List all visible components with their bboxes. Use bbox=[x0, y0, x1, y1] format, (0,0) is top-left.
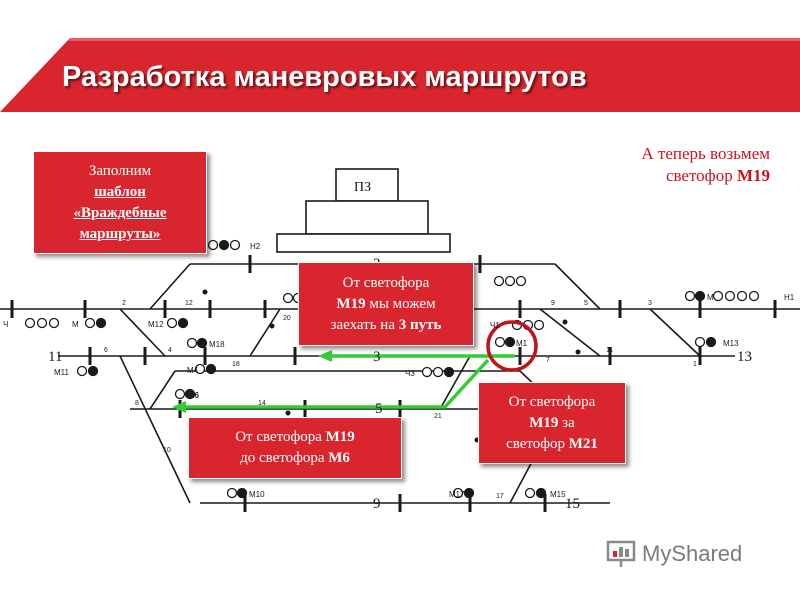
myshared-logo: MyShared bbox=[606, 534, 776, 574]
switch-2-label: 2 bbox=[122, 300, 126, 307]
note-line: маршруты» bbox=[79, 225, 161, 242]
note-signal: М6 bbox=[328, 450, 350, 466]
m19-highlight-circle bbox=[486, 320, 538, 372]
switch-18-label: 18 bbox=[232, 361, 240, 368]
signal-m1-label: М1 bbox=[516, 339, 528, 348]
heading-line: светофор М19 bbox=[560, 165, 770, 187]
switch-5-label: 5 bbox=[584, 300, 588, 307]
track-5-label: 5 bbox=[375, 401, 383, 417]
switch-20-label: 20 bbox=[283, 315, 291, 322]
switch-10-label: 10 bbox=[163, 447, 171, 454]
signal-m10-label: М10 bbox=[249, 490, 265, 499]
signal-n2-label: Н2 bbox=[250, 242, 261, 251]
switch-1-label: 1 bbox=[693, 361, 697, 368]
signal-m13-label: М13 bbox=[723, 339, 739, 348]
platform-lower bbox=[276, 233, 451, 253]
note-line: до светофора М6 bbox=[189, 448, 401, 469]
switch-12-label: 12 bbox=[185, 300, 193, 307]
note-text: за bbox=[558, 414, 575, 431]
note-line: Заполним bbox=[88, 162, 152, 179]
switch-11-label: 11 bbox=[606, 347, 613, 354]
track-11-label: 11 bbox=[48, 349, 62, 365]
logo-text: MyShared bbox=[642, 541, 743, 566]
heading-signal: М19 bbox=[736, 166, 770, 185]
note-text: до светофора bbox=[240, 450, 329, 466]
page-title: Разработка маневровых маршрутов bbox=[62, 61, 587, 93]
signal-m18-label: М18 bbox=[209, 340, 225, 349]
signal-ch1-label: Ч1 bbox=[490, 321, 500, 330]
fill-template-note: Заполним шаблон «Враждебные маршруты» bbox=[33, 151, 207, 254]
building-label: ПЗ bbox=[354, 180, 371, 195]
note-line: «Враждебные bbox=[73, 204, 167, 221]
note-text: мы можем bbox=[365, 295, 436, 312]
platform-upper bbox=[305, 200, 429, 235]
title-banner: Разработка маневровых маршрутов bbox=[0, 0, 800, 130]
presentation-icon bbox=[606, 540, 636, 567]
note-text: От светофора bbox=[235, 429, 326, 445]
switch-21-label: 21 bbox=[434, 413, 442, 420]
note-text: заехать на bbox=[330, 316, 399, 333]
note-line: заехать на 3 путь bbox=[299, 315, 473, 336]
signal-ch-label: Ч bbox=[3, 320, 8, 329]
switch-14-label: 14 bbox=[258, 400, 266, 407]
note-signal: М19 bbox=[325, 429, 355, 445]
heading-line: А теперь возьмем bbox=[641, 144, 770, 163]
from-m19-note: От светофора М19 мы можем заехать на 3 п… bbox=[298, 262, 474, 346]
banner-shape bbox=[0, 38, 800, 112]
note-line: От светофора М19 bbox=[189, 427, 401, 448]
switch-4-label: 4 bbox=[168, 347, 172, 354]
building-pz bbox=[335, 168, 399, 202]
note-signal: М19 bbox=[529, 414, 559, 431]
switch-17-label: 17 bbox=[496, 493, 504, 500]
switch-3-label: 3 bbox=[648, 300, 652, 307]
signal-m17-label: М17 bbox=[449, 490, 465, 499]
signal-m-right-label: М bbox=[707, 293, 714, 302]
switch-7-label: 7 bbox=[546, 357, 550, 364]
signal-m6-label: М6 bbox=[188, 391, 200, 400]
signal-m-label: М bbox=[72, 320, 79, 329]
route-highlight bbox=[182, 354, 515, 409]
signal-m15-label: М15 bbox=[550, 490, 566, 499]
note-signal: М19 bbox=[336, 295, 366, 312]
signal-n1-label: Н1 bbox=[784, 293, 795, 302]
track-13-label: 13 bbox=[737, 349, 752, 365]
note-text: светофор bbox=[506, 435, 569, 452]
track-3-label: 3 bbox=[373, 349, 381, 365]
note-line: От светофора bbox=[508, 393, 596, 410]
note-line: От светофора bbox=[342, 274, 430, 291]
note-line: М19 за bbox=[479, 413, 625, 434]
switch-8-label: 8 bbox=[135, 400, 139, 407]
switch-9-label: 9 bbox=[551, 300, 555, 307]
switch-6-label: 6 bbox=[104, 347, 108, 354]
right-heading: А теперь возьмем светофор М19 bbox=[560, 143, 770, 187]
m19-to-m6-note: От светофора М19 до светофора М6 bbox=[188, 417, 402, 479]
note-line: светофор М21 bbox=[479, 434, 625, 455]
signal-m4-label: М4 bbox=[187, 366, 199, 375]
track-15-label: 15 bbox=[565, 496, 580, 512]
note-line: М19 мы можем bbox=[299, 294, 473, 315]
note-track: 3 путь bbox=[398, 316, 442, 333]
note-signal: М21 bbox=[568, 435, 598, 452]
track-9-label: 9 bbox=[373, 496, 381, 512]
signal-ch3-label: Ч3 bbox=[405, 369, 415, 378]
signal-m11-label: М11 bbox=[54, 368, 70, 377]
note-line: шаблон bbox=[94, 183, 146, 200]
m19-to-m21-note: От светофора М19 за светофор М21 bbox=[478, 382, 626, 464]
heading-text: светофор bbox=[665, 166, 737, 185]
signal-m12-label: М12 bbox=[148, 320, 164, 329]
